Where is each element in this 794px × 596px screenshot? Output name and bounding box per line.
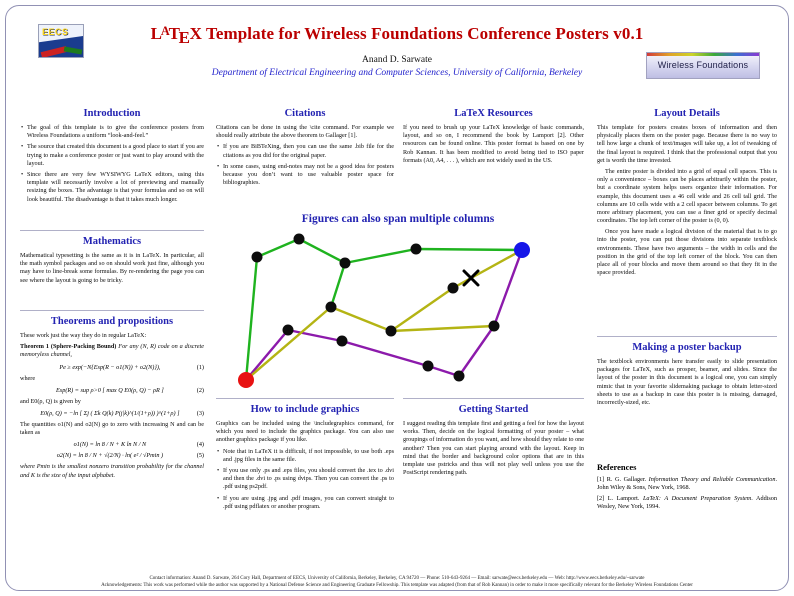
mathematics-heading: Mathematics <box>82 236 142 247</box>
theorem-text: For any (N, R) code on a discrete memory… <box>20 343 205 359</box>
layout-details-heading: Layout Details <box>654 108 720 119</box>
graphics-heading: How to include graphics <box>250 404 360 415</box>
section-poster-backup: Making a poster backup The textblock env… <box>597 336 777 407</box>
latex-logo-letter: A <box>160 24 170 38</box>
resources-body: If you need to brush up your LaTeX knowl… <box>403 124 584 164</box>
backup-heading: Making a poster backup <box>632 342 742 353</box>
getting-started-heading: Getting Started <box>458 404 529 415</box>
equation-connector: The quantities o1(N) and o2(N) go to zer… <box>20 420 204 437</box>
bullet-item: The source that created this document is… <box>20 143 204 168</box>
section-theorems: Theorems and propositions These work jus… <box>20 310 204 480</box>
equation-5: o2(N) = ln 8 / N + √(2/N) · ln( e² / √Pm… <box>56 452 204 460</box>
section-getting-started: Getting Started I suggest reading this t… <box>403 398 584 477</box>
theorem-statement: Theorem 1 (Sphere-Packing Bound) For any… <box>20 343 204 359</box>
reference-entry: [1] R. G. Gallager. Information Theory a… <box>597 476 777 492</box>
references-heading: References <box>597 462 637 472</box>
section-references: References [1] R. G. Gallager. Informati… <box>597 462 777 514</box>
bullet-item: In some cases, using end-notes may not b… <box>216 163 394 188</box>
mathematics-body: Mathematical typesetting is the same as … <box>20 252 204 284</box>
theorems-lead: These work just the way they do in regul… <box>20 332 147 339</box>
resources-heading: LaTeX Resources <box>454 108 533 119</box>
citations-heading: Citations <box>284 108 326 119</box>
figure-section: Figures can also span multiple columns <box>216 213 580 401</box>
bullet-item: If you are BiBTeXing, then you can use t… <box>216 143 394 159</box>
author-name: Anand D. Sarwate <box>362 54 432 65</box>
theorems-heading: Theorems and propositions <box>50 316 174 327</box>
layout-details-paragraph: Once you have made a logical division of… <box>597 228 777 277</box>
bullet-item: Since there are very few WYSIWYG LaTeX e… <box>20 171 204 204</box>
latex-logo-letter: X <box>189 24 202 44</box>
department-line: Department of Electrical Engineering and… <box>211 67 583 78</box>
poster-title-text: Template for Wireless Foundations Confer… <box>205 24 644 44</box>
section-mathematics: Mathematics Mathematical typesetting is … <box>20 230 204 285</box>
section-graphics: How to include graphics Graphics can be … <box>216 398 394 514</box>
bullet-item: If you are using .jpg and .pdf images, y… <box>216 495 394 511</box>
wf-logo-text: Wireless Foundations <box>657 60 749 70</box>
section-latex-resources: LaTeX Resources If you need to brush up … <box>403 108 584 165</box>
introduction-heading: Introduction <box>83 108 141 119</box>
eecs-logo-text: EECS <box>42 27 69 37</box>
citations-bullets: If you are BiBTeXing, then you can use t… <box>216 143 394 187</box>
poster-footer: Contact information: Anand D. Sarwate, 2… <box>30 575 764 589</box>
bullet-item: The goal of this template is to give the… <box>20 124 204 140</box>
acknowledgements-line: Acknowledgements: This work was performe… <box>101 583 693 588</box>
graphics-bullets: Note that in LaTeX it is difficult, if n… <box>216 448 394 511</box>
equation-connector: and E0(ρ, Q) is given by <box>20 397 81 405</box>
backup-body: The textblock environments here transfer… <box>597 358 777 406</box>
latex-logo-letter: E <box>178 27 191 47</box>
bullet-item: Note that in LaTeX it is difficult, if n… <box>216 448 394 464</box>
citations-body: Citations can be done in using the \cite… <box>216 124 394 140</box>
section-introduction: Introduction The goal of this template i… <box>20 108 204 207</box>
layout-details-paragraph: This template for posters creates boxes … <box>597 124 777 164</box>
latex-logo-letter: T <box>168 24 181 44</box>
reference-entry: [2] L. Lamport. LaTeX: A Document Prepar… <box>597 495 777 511</box>
equation-1: Pe ≥ exp(−N{Esp(R − o1(N)) + o2(N)}),(1) <box>59 363 204 371</box>
equation-2: Esp(R) = sup ρ>0 [ max Q E0(ρ, Q) − ρR ]… <box>56 386 204 394</box>
getting-started-body: I suggest reading this template first an… <box>403 420 584 477</box>
section-layout-details: Layout Details This template for posters… <box>597 108 777 280</box>
graph-figure <box>238 233 530 388</box>
figure-heading: Figures can also span multiple columns <box>301 213 495 225</box>
contact-info-line: Contact information: Anand D. Sarwate, 2… <box>149 576 645 581</box>
graphics-body: Graphics can be included using the \incl… <box>216 420 394 444</box>
latex-logo-letter: L <box>150 24 163 44</box>
wireless-foundations-logo: Wireless Foundations <box>646 52 760 79</box>
layout-details-paragraph: The entire poster is divided into a grid… <box>597 167 777 225</box>
bullet-item: If you use only .ps and .eps files, you … <box>216 467 394 492</box>
section-citations: Citations Citations can be done in using… <box>216 108 394 190</box>
eecs-logo: EECS <box>38 24 84 58</box>
theorem-label: Theorem 1 (Sphere-Packing Bound) <box>20 343 117 351</box>
equation-3: E0(ρ, Q) = −ln [ Σj ( Σk Q(k) P(j|k)^(1/… <box>40 409 204 417</box>
equation-connector: where <box>20 374 36 382</box>
introduction-bullets: The goal of this template is to give the… <box>20 124 204 204</box>
wf-logo-rainbow-bar <box>647 53 759 56</box>
theorem-footnote: where Pmin is the smallest nonzero trans… <box>20 463 204 479</box>
equation-4: o1(N) = ln 8 / N + K ln N / N(4) <box>73 441 204 449</box>
